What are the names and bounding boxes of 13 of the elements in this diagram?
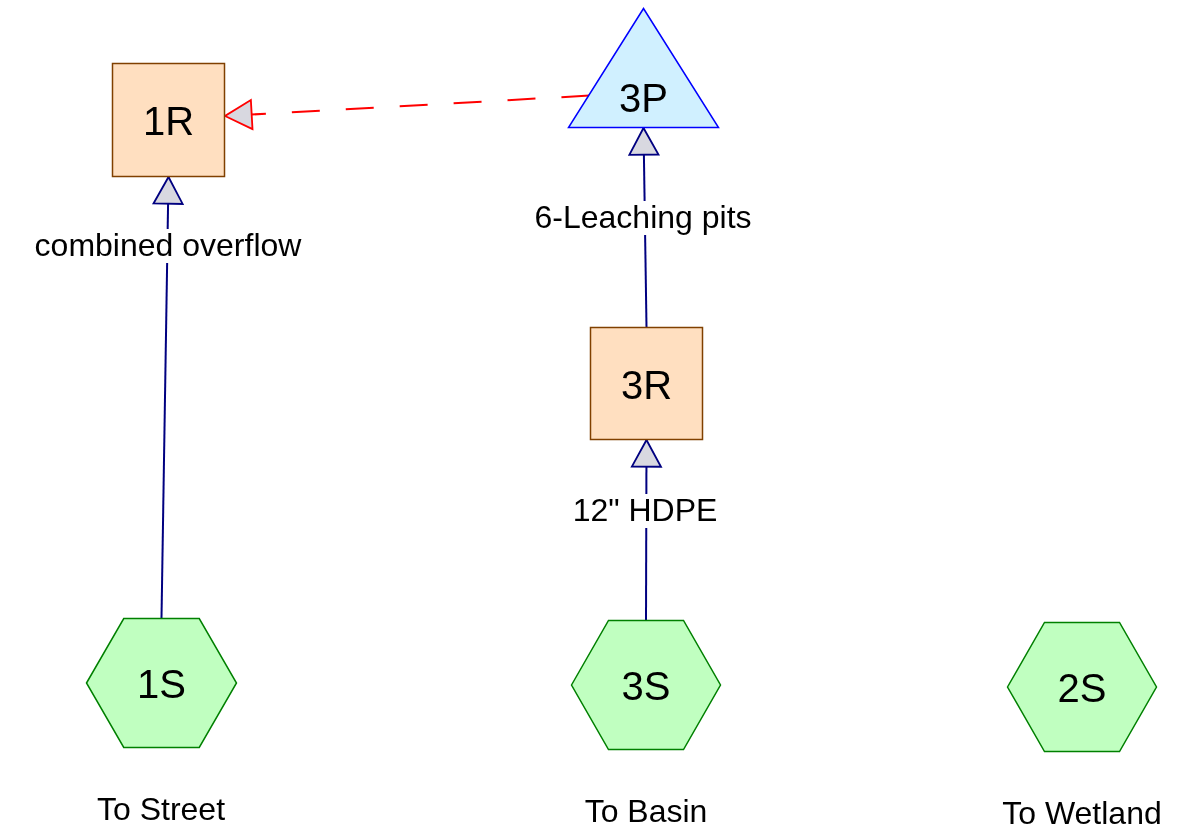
node-label: 1S bbox=[136, 664, 187, 704]
arrow bbox=[628, 127, 660, 328]
arrow bbox=[224, 94, 591, 130]
arrow bbox=[152, 176, 184, 619]
node-caption: combined overflow bbox=[34, 229, 302, 263]
node-caption: 6-Leaching pits bbox=[534, 201, 752, 235]
node-label: 3P bbox=[618, 78, 669, 118]
node-label: 2S bbox=[1056, 668, 1108, 708]
arrow bbox=[630, 439, 662, 621]
node-label: 3S bbox=[620, 666, 672, 706]
node-caption: 12" HDPE bbox=[572, 494, 718, 528]
node-label: 1R bbox=[141, 101, 196, 141]
node-label: 3R bbox=[619, 365, 674, 405]
